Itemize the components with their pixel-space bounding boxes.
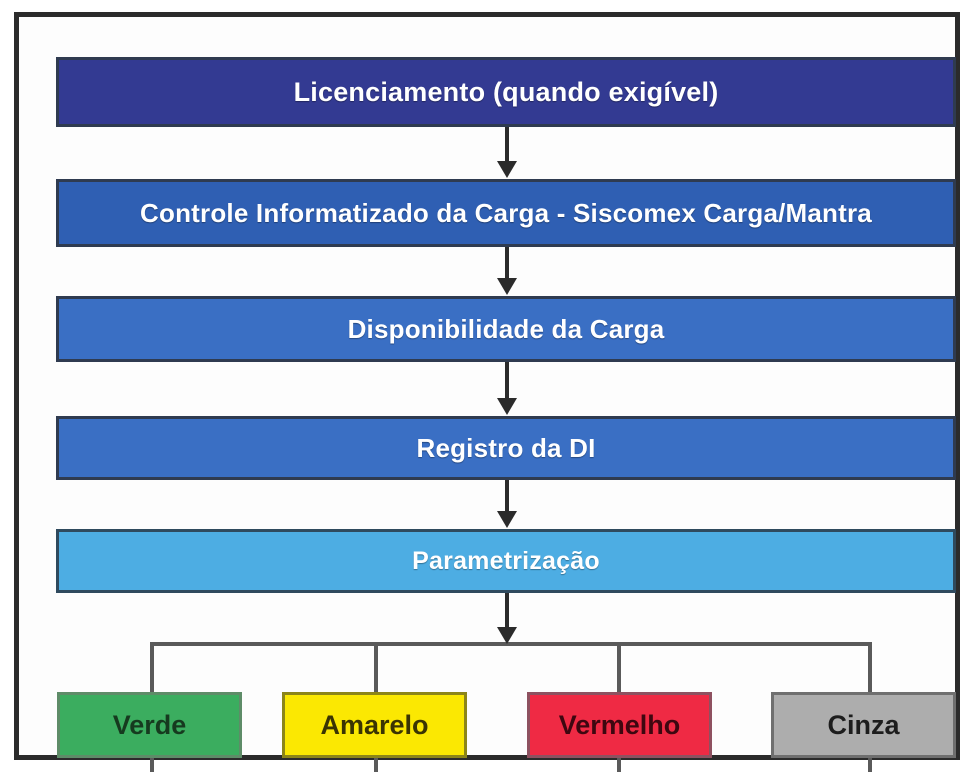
process-box-disponibilidade-carga-label: Disponibilidade da Carga <box>347 313 665 344</box>
process-box-parametrizacao: Parametrização <box>56 529 956 593</box>
process-box-licenciamento-label: Licenciamento (quando exigível) <box>293 76 719 107</box>
arrow-shaft <box>505 127 509 163</box>
process-box-registro-di: Registro da DI <box>56 416 956 480</box>
arrow-licenciamento-to-controle <box>497 127 517 179</box>
arrow-disponibilidade-to-registro <box>497 362 517 416</box>
arrow-shaft <box>505 247 509 280</box>
process-box-controle-informatizado: Controle Informatizado da Carga - Siscom… <box>56 179 956 247</box>
channel-box-vermelho-label: Vermelho <box>558 709 681 740</box>
channel-box-amarelo-label: Amarelo <box>320 709 429 740</box>
arrow-shaft <box>505 480 509 513</box>
arrow-head-icon <box>497 398 517 415</box>
process-box-controle-informatizado-label: Controle Informatizado da Carga - Siscom… <box>140 197 872 228</box>
arrow-head-icon <box>497 161 517 178</box>
arrow-shaft <box>505 593 509 629</box>
process-box-registro-di-label: Registro da DI <box>416 432 596 463</box>
arrow-parametrizacao-to-channels <box>497 593 517 645</box>
arrow-registro-to-parametrizacao <box>497 480 517 529</box>
arrow-head-icon <box>497 627 517 644</box>
channel-box-cinza-label: Cinza <box>827 709 900 740</box>
branch-horizontal-connector <box>150 642 872 646</box>
process-box-licenciamento: Licenciamento (quando exigível) <box>56 57 956 127</box>
arrow-controle-to-disponibilidade <box>497 247 517 296</box>
arrow-head-icon <box>497 278 517 295</box>
arrow-shaft <box>505 362 509 400</box>
diagram-frame: Licenciamento (quando exigível) Controle… <box>14 12 960 772</box>
channel-box-verde: Verde <box>57 692 242 758</box>
arrow-head-icon <box>497 511 517 528</box>
channel-box-amarelo: Amarelo <box>282 692 467 758</box>
process-box-disponibilidade-carga: Disponibilidade da Carga <box>56 296 956 362</box>
channel-box-cinza: Cinza <box>771 692 956 758</box>
channel-box-vermelho: Vermelho <box>527 692 712 758</box>
process-box-parametrizacao-label: Parametrização <box>412 546 600 575</box>
channel-box-verde-label: Verde <box>112 709 187 740</box>
